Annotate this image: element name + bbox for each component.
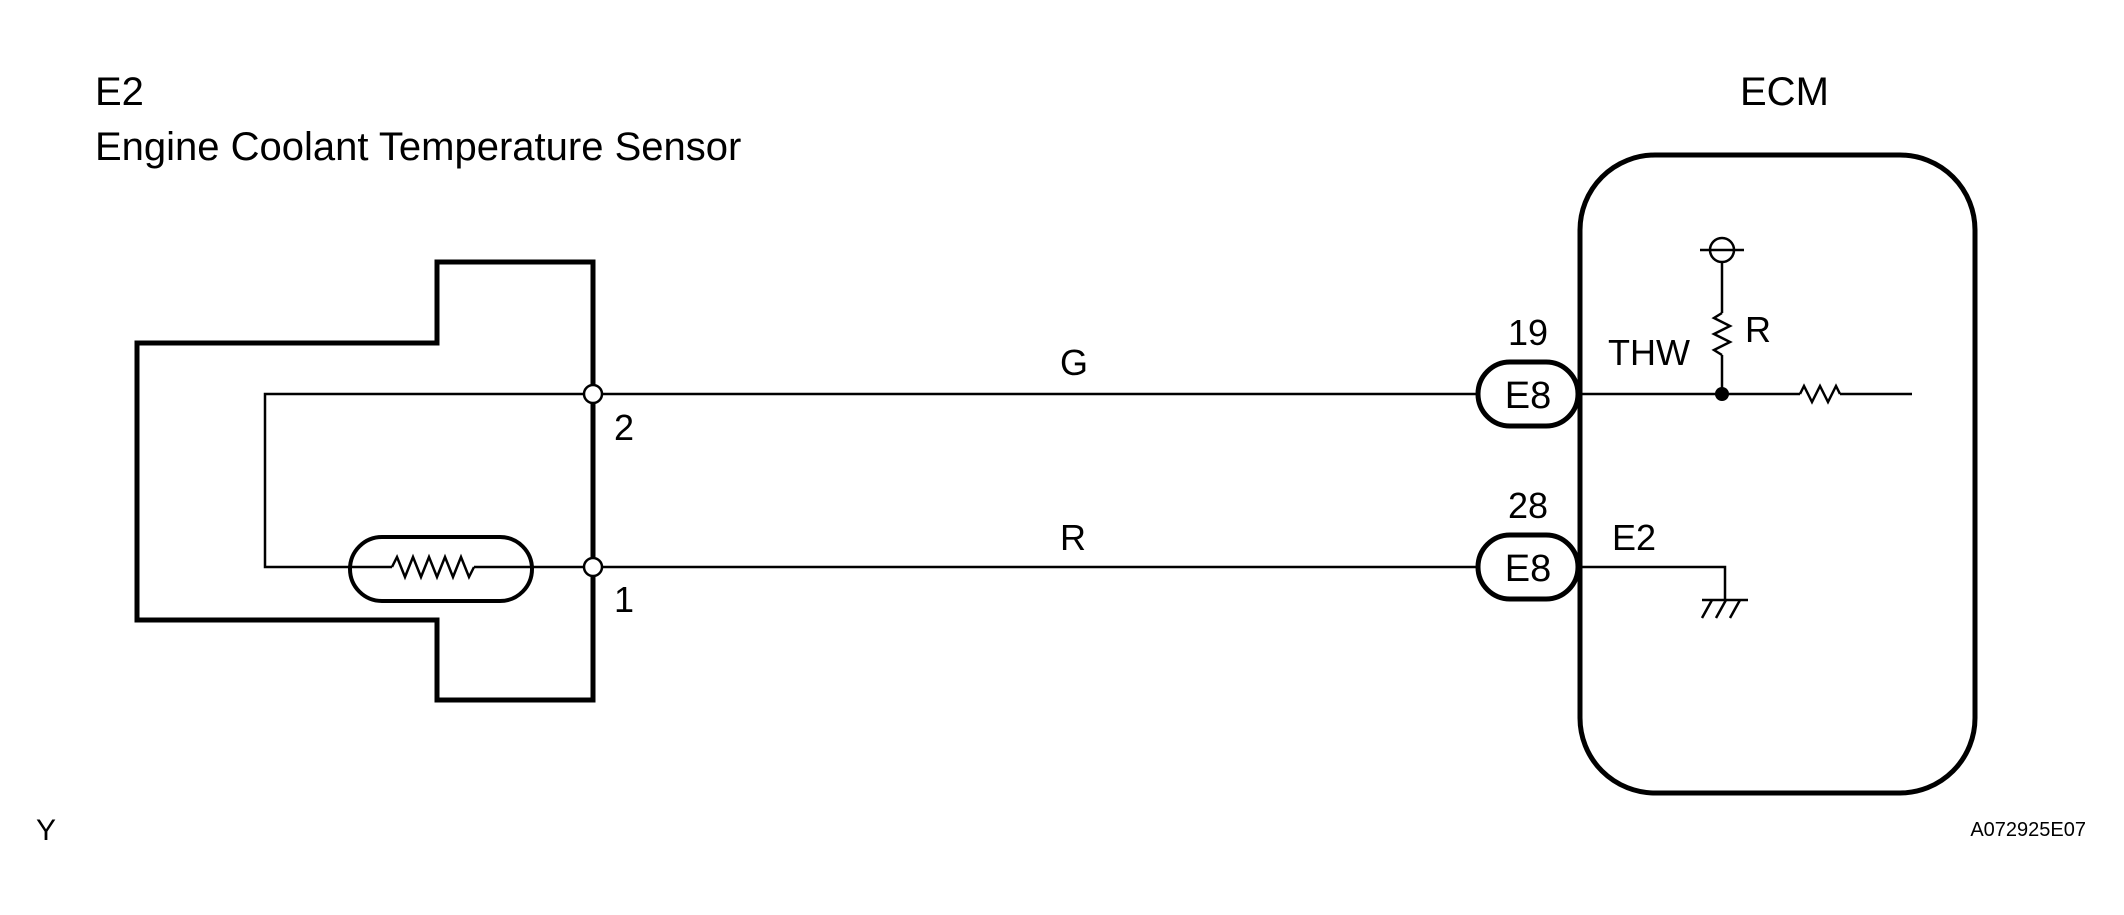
thermistor-resistor: [390, 553, 476, 581]
sensor-pin-1: [582, 556, 604, 578]
wire-g-label: G: [1060, 342, 1088, 383]
ecm-e2-line: [1580, 565, 1727, 600]
sensor-code: E2: [95, 70, 144, 114]
sensor-pin-2: [582, 383, 604, 405]
sensor-pin-2-label: 2: [614, 407, 634, 448]
pin-19-label: 19: [1508, 312, 1548, 353]
sensor-name: Engine Coolant Temperature Sensor: [95, 125, 741, 169]
ground-hatch-icon: [1700, 599, 1742, 619]
ecm-series-resistor: [1798, 383, 1842, 405]
sensor-housing: [134, 259, 596, 703]
sensor-pin-1-label: 1: [614, 579, 634, 620]
ecm-box: [1577, 152, 1978, 796]
terminal-e2-label: E2: [1612, 517, 1656, 558]
corner-mark: Y: [36, 814, 56, 847]
connector-e8-pin19-label: E8: [1505, 375, 1551, 417]
wire-r-label: R: [1060, 517, 1086, 558]
pin-28-label: 28: [1508, 485, 1548, 526]
ecm-title: ECM: [1740, 70, 1829, 114]
pullup-label: R: [1745, 309, 1771, 350]
pullup-resistor: [1711, 311, 1733, 357]
figure-code: A072925E07: [1970, 819, 2086, 841]
terminal-thw-label: THW: [1608, 332, 1690, 373]
connector-e8-pin28-label: E8: [1505, 548, 1551, 590]
sensor-internal-loop: [263, 392, 593, 569]
